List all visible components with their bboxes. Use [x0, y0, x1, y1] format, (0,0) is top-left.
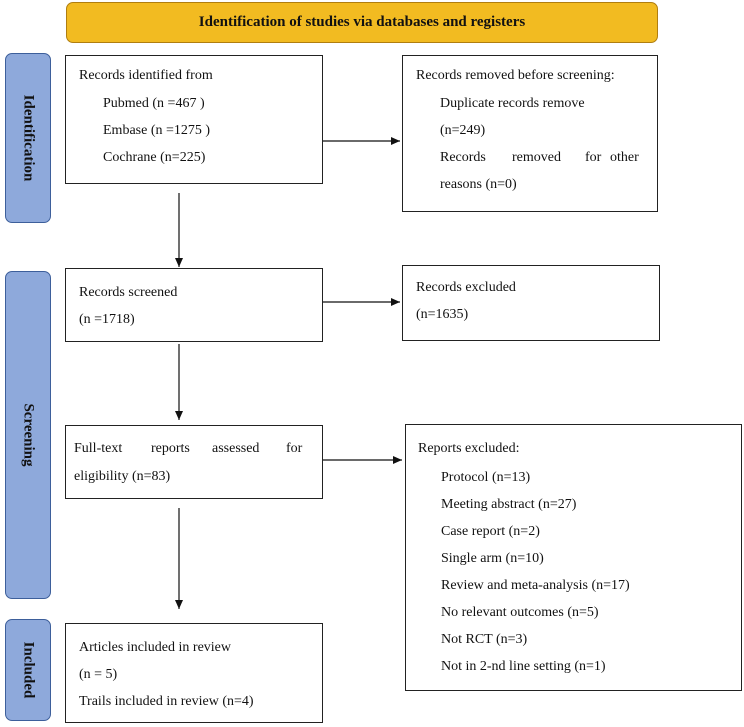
records-excluded-count: (n=1635): [416, 307, 469, 322]
reason-item: Review and meta-analysis (n=17): [441, 578, 630, 593]
records-screened-box: Records screened (n =1718): [65, 268, 323, 342]
reason-item: Not in 2-nd line setting (n=1): [441, 659, 606, 674]
reason-item: Case report (n=2): [441, 524, 540, 539]
removed-other-reasons: reasons (n=0): [440, 177, 517, 192]
articles-included-label: Articles included in review: [79, 640, 232, 655]
reason-item: Meeting abstract (n=27): [441, 497, 577, 512]
records-excluded-box: Records excluded (n=1635): [402, 265, 660, 341]
source-embase: Embase (n =1275 ): [103, 123, 211, 138]
removed-other-word-4: other: [610, 150, 639, 165]
phase-identification: Identification: [5, 53, 51, 223]
articles-included-count: (n = 5): [79, 667, 118, 682]
reason-item: Protocol (n=13): [441, 470, 531, 485]
reason-item: Single arm (n=10): [441, 551, 544, 566]
records-excluded-label: Records excluded: [416, 280, 516, 295]
header-banner: Identification of studies via databases …: [66, 2, 658, 43]
source-pubmed: Pubmed (n =467 ): [103, 96, 205, 111]
removed-other-word-3: for: [585, 150, 602, 165]
reports-excluded-heading: Reports excluded:: [418, 441, 520, 456]
reason-item: No relevant outcomes (n=5): [441, 605, 599, 620]
records-identified-heading: Records identified from: [79, 68, 213, 83]
removed-other-word-1: Records: [440, 150, 486, 165]
records-removed-heading: Records removed before screening:: [416, 68, 615, 83]
records-removed-box: Records removed before screening: Duplic…: [402, 55, 658, 212]
trials-included-label: Trails included in review (n=4): [79, 694, 254, 709]
header-title: Identification of studies via databases …: [198, 14, 526, 30]
records-identified-box: Records identified from Pubmed (n =467 )…: [65, 55, 323, 184]
full-text-box: Full-text reports assessed for eligibili…: [65, 425, 323, 499]
records-screened-label: Records screened: [79, 285, 178, 300]
studies-included-box: Articles included in review (n = 5) Trai…: [65, 623, 323, 723]
phase-included: Included: [5, 619, 51, 721]
duplicate-records-count: (n=249): [440, 123, 486, 138]
full-text-word-4: for: [286, 441, 303, 456]
full-text-word-2: reports: [151, 441, 190, 456]
records-screened-count: (n =1718): [79, 312, 135, 327]
reports-excluded-box: Reports excluded: Protocol (n=13) Meetin…: [405, 424, 742, 691]
full-text-word-3: assessed: [212, 441, 260, 456]
full-text-count: eligibility (n=83): [74, 469, 171, 484]
removed-other-word-2: removed: [512, 150, 561, 165]
full-text-word-1: Full-text: [74, 441, 123, 456]
reason-item: Not RCT (n=3): [441, 632, 528, 647]
phase-screening: Screening: [5, 271, 51, 599]
source-cochrane: Cochrane (n=225): [103, 150, 206, 165]
duplicate-records-line: Duplicate records remove: [440, 96, 585, 111]
